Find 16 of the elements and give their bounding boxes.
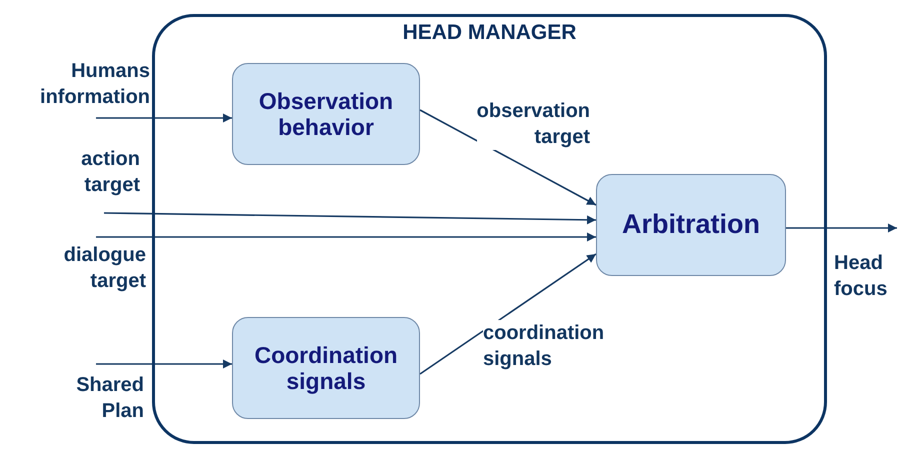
edge-label: coordination signals <box>483 320 604 372</box>
arrow <box>420 109 596 206</box>
process-box <box>232 63 420 165</box>
container-title: HEAD MANAGER <box>402 21 578 45</box>
arrow <box>96 232 596 242</box>
arrow <box>420 253 596 375</box>
arrow <box>96 360 232 368</box>
arrow <box>96 114 232 122</box>
manager-container <box>152 14 827 444</box>
box-label: Arbitration <box>622 209 760 241</box>
arrow <box>786 224 897 232</box>
box-label: Coordination signals <box>253 342 399 394</box>
process-box <box>596 174 786 276</box>
box-label: Observation behavior <box>258 88 394 140</box>
arrow <box>104 212 596 224</box>
process-box <box>232 317 420 419</box>
